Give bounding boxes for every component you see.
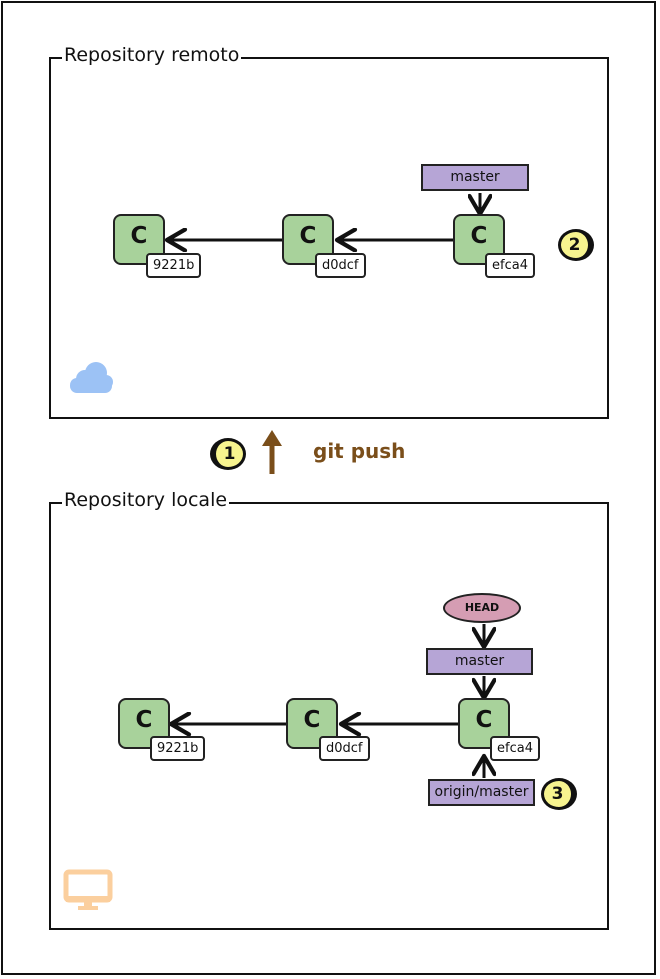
cloud-icon — [70, 362, 113, 393]
local-repository-title: Repository locale — [62, 489, 230, 511]
commit-label: C — [299, 223, 317, 249]
remote-commit-hash: efca4 — [485, 253, 535, 278]
commit-label: C — [475, 707, 493, 733]
remote-commit-hash: 9221b — [146, 253, 202, 278]
remote-repository-title: Repository remoto — [62, 44, 242, 66]
local-commit-hash: d0dcf — [319, 736, 370, 761]
local-commit-hash: efca4 — [490, 736, 540, 761]
desktop-monitor-icon — [63, 869, 113, 910]
local-commit-9221b: C — [118, 698, 170, 749]
step-badge-2: 2 — [558, 229, 594, 261]
remote-master-branch-label: master — [421, 164, 529, 191]
git-push-command: git push — [313, 439, 406, 463]
remote-commit-hash: d0dcf — [315, 253, 366, 278]
commit-label: C — [135, 707, 153, 733]
commit-label: C — [470, 223, 488, 249]
origin-master-branch-label: origin/master — [428, 779, 535, 806]
step-badge-3: 3 — [541, 778, 577, 810]
commit-label: C — [303, 707, 321, 733]
local-master-branch-label: master — [426, 648, 533, 675]
panel-corner — [49, 57, 55, 59]
commit-label: C — [130, 223, 148, 249]
local-commit-efca4: C — [458, 698, 510, 749]
step-badge-1: 1 — [210, 438, 246, 470]
local-commit-hash: 9221b — [150, 736, 206, 761]
push-arrow-icon — [262, 430, 282, 474]
head-pointer: HEAD — [443, 593, 521, 623]
